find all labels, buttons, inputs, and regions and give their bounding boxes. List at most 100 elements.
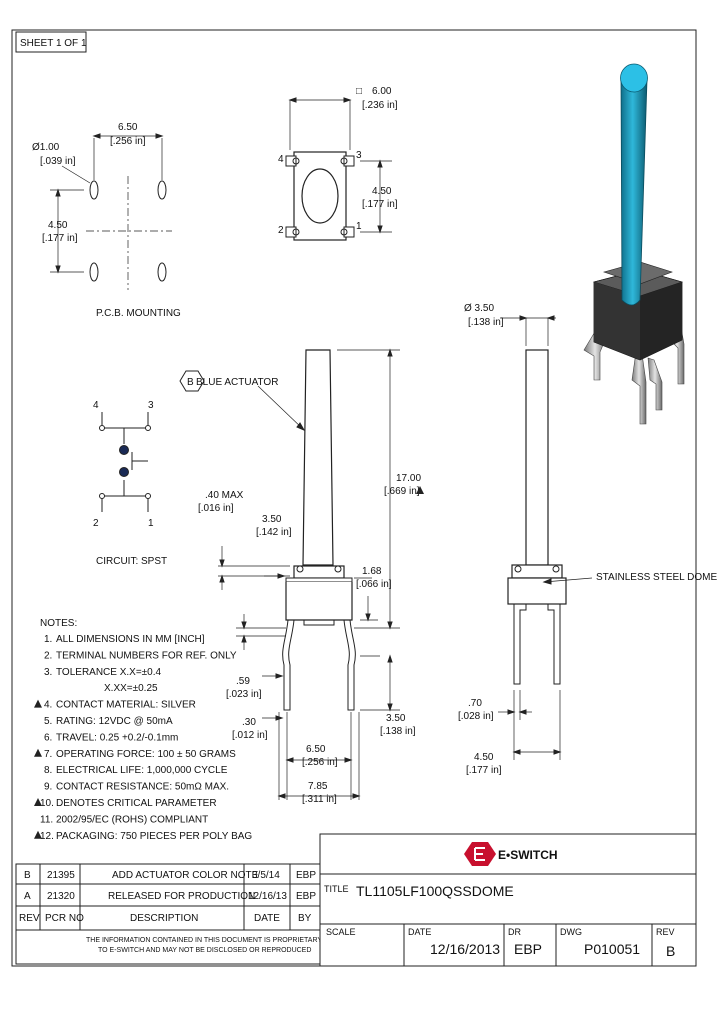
- front-pitch-mm: 6.50: [306, 744, 326, 755]
- rev-value: B: [666, 943, 675, 959]
- note-number: 7.: [44, 749, 52, 760]
- dwg-label: DWG: [560, 927, 582, 937]
- side-dia-in: [.138 in]: [468, 317, 504, 328]
- title-block: [319, 833, 697, 967]
- top-size-in: [.236 in]: [362, 100, 398, 111]
- note-text: ELECTRICAL LIFE: 1,000,000 CYCLE: [56, 765, 228, 776]
- title-label: TITLE: [324, 884, 349, 894]
- top-pin-2: 2: [278, 225, 284, 236]
- critical-triangle-icon: [416, 486, 424, 494]
- note-text: DENOTES CRITICAL PARAMETER: [56, 798, 217, 809]
- dwg-value: P010051: [584, 941, 640, 957]
- note-text: TOLERANCE X.X=±0.4: [56, 667, 162, 678]
- note-number: 1.: [44, 634, 52, 645]
- actuator-tag: B: [187, 377, 194, 388]
- pcb-caption: P.C.B. MOUNTING: [96, 308, 181, 319]
- note-text: RATING: 12VDC @ 50mA: [56, 716, 173, 727]
- circuit-pin-2: 2: [93, 518, 99, 529]
- note-text: CONTACT MATERIAL: SILVER: [56, 700, 196, 711]
- sheet-box: [15, 31, 87, 53]
- actuator-label: BLUE ACTUATOR: [196, 377, 278, 388]
- side-dome-label: STAINLESS STEEL DOME: [596, 572, 717, 583]
- top-spacing-in: [.177 in]: [362, 199, 398, 210]
- circuit-schematic: [99, 412, 151, 512]
- scale-label: SCALE: [326, 927, 356, 937]
- pcb-row-mm: 4.50: [48, 220, 68, 231]
- part-number: TL1105LF100QSSDOME: [356, 883, 514, 899]
- circuit-pin-1: 1: [148, 518, 154, 529]
- rev-row-2-desc: RELEASED FOR PRODUCTION: [108, 891, 255, 902]
- note-number: 2.: [44, 650, 52, 661]
- brand-logo: [464, 842, 496, 866]
- note-number: 12.: [40, 831, 54, 842]
- note-text: PACKAGING: 750 PIECES PER POLY BAG: [56, 831, 252, 842]
- top-pin-3: 3: [356, 150, 362, 161]
- front-overall-in: [.311 in]: [302, 794, 337, 805]
- note-text: X.XX=±0.25: [104, 683, 158, 694]
- top-size-mm: 6.00: [372, 86, 392, 97]
- note-text: 2002/95/EC (ROHS) COMPLIANT: [56, 814, 208, 825]
- circuit-caption: CIRCUIT: SPST: [96, 556, 167, 567]
- rev-header-date: DATE: [254, 913, 280, 924]
- front-leg-mm: 3.50: [386, 713, 406, 724]
- note-text: CONTACT RESISTANCE: 50mΩ MAX.: [56, 782, 229, 793]
- switch-3d-render: [583, 63, 685, 425]
- rev-header-rev: REV: [19, 913, 40, 924]
- critical-triangle-icon: [34, 748, 42, 757]
- pcb-hole-in: [.039 in]: [40, 156, 76, 167]
- side-pin-in: [.028 in]: [458, 711, 494, 722]
- front-pitch-in: [.256 in]: [302, 757, 338, 768]
- date-label: DATE: [408, 927, 431, 937]
- sheet-label: SHEET 1 OF 1: [20, 38, 87, 49]
- critical-triangle-icon: [34, 830, 42, 839]
- front-base-in: [.066 in]: [356, 579, 392, 590]
- front-width-mm: 3.50: [262, 514, 282, 525]
- notes-block: NOTES: 1.ALL DIMENSIONS IN MM [INCH]2.TE…: [34, 618, 252, 842]
- note-number: 9.: [44, 782, 52, 793]
- pcb-mounting-view: [50, 133, 172, 290]
- rev-row-2-pcr: 21320: [47, 891, 75, 902]
- rev-label: REV: [656, 927, 675, 937]
- pcb-pitch-mm: 6.50: [118, 122, 138, 133]
- note-number: 10.: [40, 798, 54, 809]
- disclaimer-line-1: THE INFORMATION CONTAINED IN THIS DOCUME…: [86, 937, 322, 944]
- circuit-pin-3: 3: [148, 400, 154, 411]
- side-pin-mm: .70: [468, 698, 482, 709]
- side-pitch-mm: 4.50: [474, 752, 494, 763]
- rev-row-1-desc: ADD ACTUATOR COLOR NOTE: [112, 870, 259, 881]
- front-leg-in: [.138 in]: [380, 726, 416, 737]
- pcb-row-in: [.177 in]: [42, 233, 78, 244]
- top-square-symbol: □: [356, 86, 362, 97]
- rev-row-2-rev: A: [24, 891, 31, 902]
- front-thick-in: [.012 in]: [232, 730, 268, 741]
- circuit-pin-4: 4: [93, 400, 99, 411]
- front-travel-mm: .40 MAX: [205, 490, 244, 501]
- front-width-in: [.142 in]: [256, 527, 292, 538]
- side-view: [498, 315, 593, 760]
- note-number: 8.: [44, 765, 52, 776]
- notes-title: NOTES:: [40, 618, 77, 629]
- brand-name: E•SWITCH: [498, 848, 558, 862]
- rev-row-1-by: EBP: [296, 870, 316, 881]
- dr-value: EBP: [514, 941, 542, 957]
- rev-row-1-rev: B: [24, 870, 31, 881]
- top-pin-1: 1: [356, 221, 362, 232]
- pcb-hole-mm: Ø1.00: [32, 142, 60, 153]
- front-view: [218, 348, 400, 800]
- front-travel-in: [.016 in]: [198, 503, 234, 514]
- rev-header-desc: DESCRIPTION: [130, 913, 198, 924]
- actuator-callout: [179, 370, 205, 392]
- front-base-mm: 1.68: [362, 566, 382, 577]
- front-overall-mm: 7.85: [308, 781, 328, 792]
- top-spacing-mm: 4.50: [372, 186, 392, 197]
- note-text: TERMINAL NUMBERS FOR REF. ONLY: [56, 650, 237, 661]
- top-pin-4: 4: [278, 154, 284, 165]
- pcb-pitch-in: [.256 in]: [110, 136, 146, 147]
- rev-header-pcr: PCR NO: [45, 913, 84, 924]
- side-dia-mm: Ø 3.50: [464, 303, 494, 314]
- date-value: 12/16/2013: [430, 941, 500, 957]
- note-number: 5.: [44, 716, 52, 727]
- note-number: 11.: [40, 814, 53, 825]
- note-number: 4.: [44, 700, 52, 711]
